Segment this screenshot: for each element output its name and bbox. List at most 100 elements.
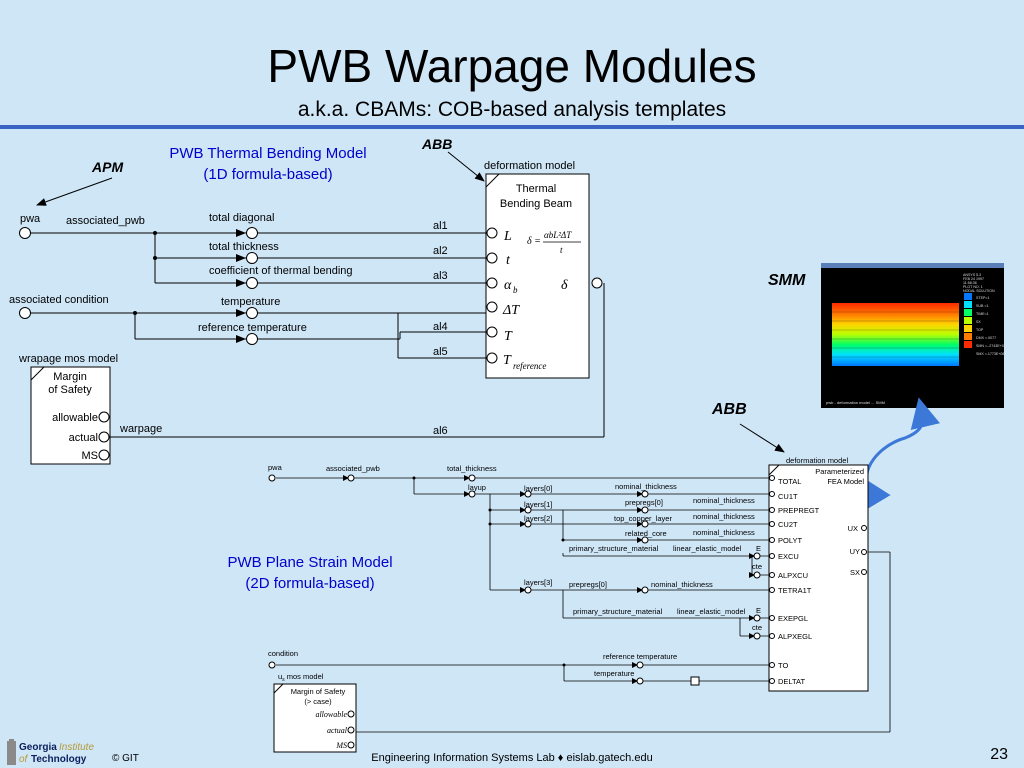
us-mos-model-sub: s <box>282 677 285 683</box>
ps-layers3-label: layers[3] <box>524 578 552 587</box>
ps-temperature-label: temperature <box>594 669 634 678</box>
ps-top-copper-layer: top_copper_layer <box>614 514 672 523</box>
us-allowable: allowable <box>315 710 347 719</box>
ps-nominal-thickness-b: nominal_thickness <box>693 496 755 505</box>
us-mos-model-rest: mos model <box>285 672 324 681</box>
var-alpha: α <box>504 278 512 293</box>
us-mos-box <box>273 683 357 753</box>
var-delta: δ <box>561 278 568 293</box>
ps-nominal-thickness-d: nominal_thickness <box>693 528 755 537</box>
actual-label: actual <box>69 432 98 444</box>
ps-prepregs0-b: prepregs[0] <box>569 580 607 589</box>
temperature-label: temperature <box>221 296 280 308</box>
fea-title1: Parameterized <box>815 467 864 476</box>
fea-input-deltat: DELTAT <box>778 677 806 686</box>
fea-input-excu: EXCU <box>778 552 799 561</box>
fea-input-alpxcu: ALPXCU <box>778 571 808 580</box>
ps-associated-pwb-label: associated_pwb <box>326 464 380 473</box>
ps-primary-structure-material-a: primary_structure_material <box>569 544 659 553</box>
abb-mid-tag: ABB <box>711 401 747 418</box>
fea-input-labels: TOTAL CU1T PREPREGT CU2T POLYT EXCU ALPX… <box>778 477 860 686</box>
fea-side-text-line: SMN =-.2743E+08 <box>976 344 1006 348</box>
total-diagonal-label: total diagonal <box>209 212 274 224</box>
us-actual: actual <box>327 726 348 735</box>
allowable-label: allowable <box>52 412 98 424</box>
fea-side-text-line: SX <box>976 320 981 324</box>
fea-model-box <box>768 464 869 692</box>
ps-cte-a: cte <box>752 562 762 571</box>
ps-E-b: E <box>756 606 761 615</box>
fea-bottom-text: pwb - deformation model ... SMM <box>826 400 885 405</box>
var-L: L <box>503 229 512 244</box>
abb-top-arrow <box>447 151 485 182</box>
thermal-wires <box>31 232 605 438</box>
fea-side-text-line: 11:58:36 <box>963 281 977 285</box>
ps-pwa-label: pwa <box>268 463 283 472</box>
warpage-label: warpage <box>119 423 162 435</box>
us-mos-title2: (> case) <box>304 697 332 706</box>
fea-input-cu2t: CU2T <box>778 520 798 529</box>
logo-line1-a: Georgia <box>19 742 57 753</box>
apm-arrow <box>36 177 113 206</box>
fea-contour-plot <box>832 303 959 366</box>
fea-side-text-line: SMX =.1773E+08 <box>976 352 1004 356</box>
fea-side-text-line: TIME=1 <box>976 312 989 316</box>
ps-layup-label: layup <box>468 483 486 492</box>
al5-label: al5 <box>433 346 448 358</box>
al1-label: al1 <box>433 220 448 232</box>
copyright: © GIT <box>112 753 139 764</box>
ms-label: MS <box>82 450 99 462</box>
us-ms: MS <box>335 741 347 750</box>
fea-side-text-line: SUB =1 <box>976 304 989 308</box>
smm-abb-link-arrow <box>862 397 940 511</box>
fea-input-tetra1t: TETRA1T <box>778 586 812 595</box>
ps-prepregs0-a: prepregs[0] <box>625 498 663 507</box>
us-mos-model-u: u <box>278 672 282 681</box>
var-t: t <box>506 253 511 268</box>
fea-input-total: TOTAL <box>778 477 801 486</box>
fea-input-polyt: POLYT <box>778 536 802 545</box>
box-corner-mark <box>30 366 45 381</box>
georgia-tech-logo: Georgia Institute of Technology <box>7 739 94 765</box>
slide-title: PWB Warpage Modules <box>267 40 757 92</box>
reference-temperature-label: reference temperature <box>198 322 307 334</box>
fea-legend-swatches <box>964 293 972 348</box>
fea-side-text-line: ANSYS 5.3 <box>963 273 981 277</box>
abb-top-tag: ABB <box>421 136 452 152</box>
ps-nominal-thickness-e: nominal_thickness <box>651 580 713 589</box>
thermal-port-arrows <box>236 229 246 343</box>
fea-input-cu1t: CU1T <box>778 492 798 501</box>
fea-side-text-line: FEB 24 1997 <box>963 277 984 281</box>
formula-lhs: δ = <box>527 236 541 247</box>
var-Tref: T <box>503 353 512 368</box>
ps-layers2-label: layers[2] <box>524 514 552 523</box>
ps-reference-temperature-label: reference temperature <box>603 652 677 661</box>
fea-side-text: ANSYS 5.3 FEB 24 1997 11:58:36 PLOT NO. … <box>963 273 1006 356</box>
ps-linear-elastic-model-a: linear_elastic_model <box>673 544 742 553</box>
ps-E-a: E <box>756 544 761 553</box>
margin-title-line2: of Safety <box>48 384 92 396</box>
thermal-bending-beam-box <box>485 173 590 379</box>
box-corner-mark <box>768 464 780 476</box>
fea-side-text-line: STEP=1 <box>976 296 989 300</box>
delta-t-node <box>690 676 700 686</box>
junction-dot <box>153 231 157 235</box>
pwa-label: pwa <box>20 213 41 225</box>
logo-line1-b: Institute <box>59 742 94 753</box>
fea-input-exepgl: EXEPGL <box>778 614 808 623</box>
apm-tag: APM <box>91 159 123 175</box>
beam-title-line2: Bending Beam <box>500 198 572 210</box>
fea-input-to: TO <box>778 661 788 670</box>
logo-line2-a: of <box>19 754 29 765</box>
margin-ports <box>98 411 110 461</box>
al4-label: al4 <box>433 321 448 333</box>
ps-primary-structure-material-b: primary_structure_material <box>573 607 663 616</box>
us-mos-model-label: us mos model <box>278 672 324 683</box>
plane-strain-heading-line1: PWB Plane Strain Model <box>227 554 392 571</box>
al6-label: al6 <box>433 425 448 437</box>
fea-output-ux: UX <box>848 524 858 533</box>
ps-linear-elastic-model-b: linear_elastic_model <box>677 607 746 616</box>
ps-total-thickness-label: total_thickness <box>447 464 497 473</box>
ps-layers1-label: layers[1] <box>524 500 552 509</box>
